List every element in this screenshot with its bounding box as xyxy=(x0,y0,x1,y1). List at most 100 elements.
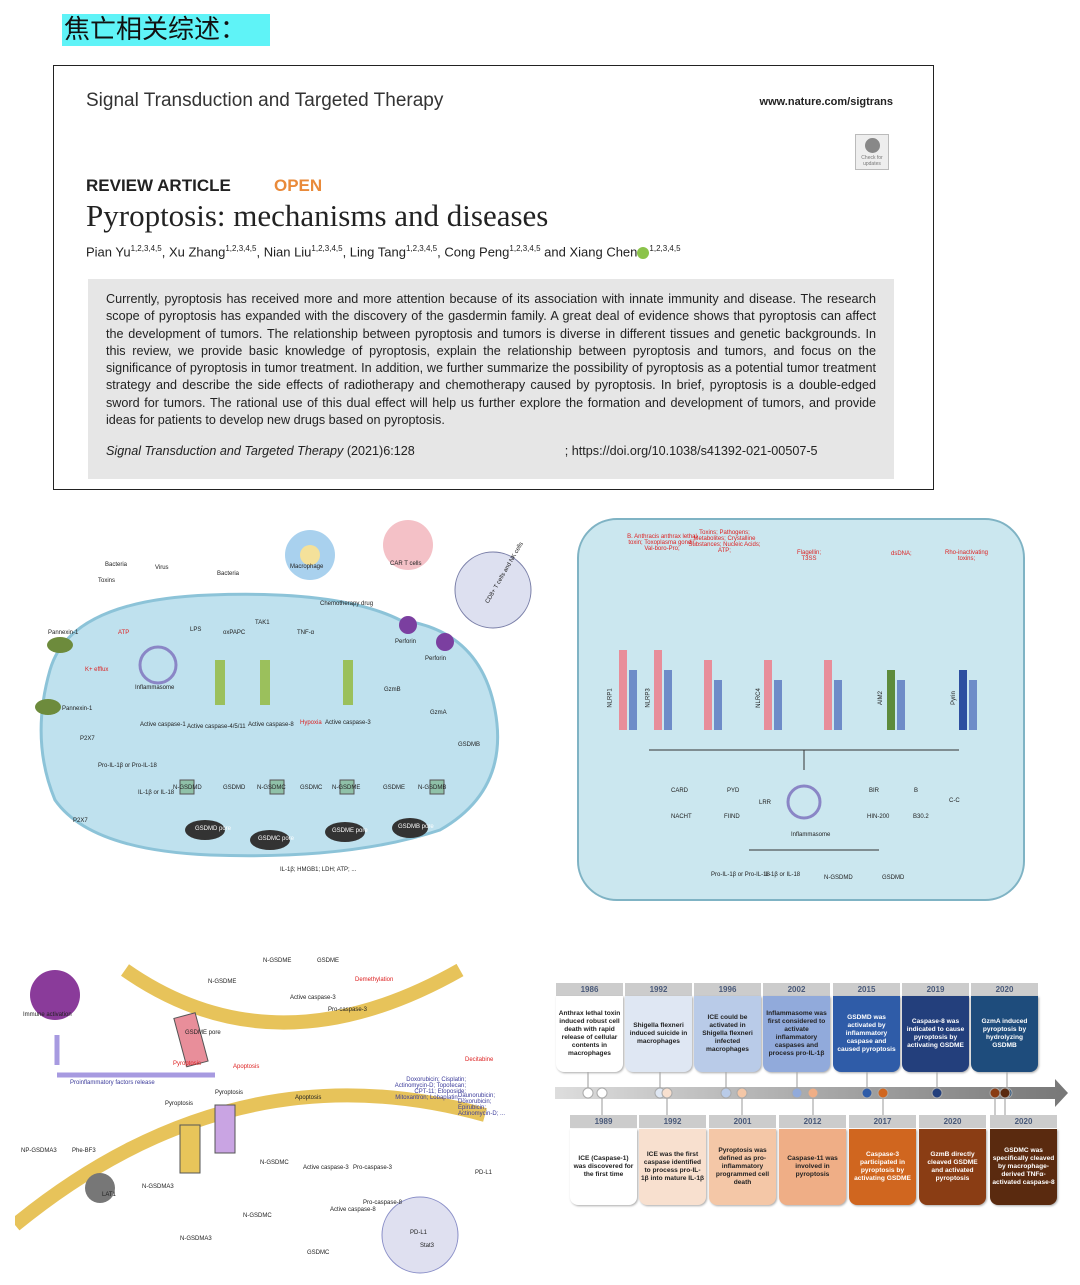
orcid-icon[interactable] xyxy=(637,246,650,259)
journal-url[interactable]: www.nature.com/sigtrans xyxy=(759,96,893,108)
inflammasome-icon xyxy=(786,784,822,820)
release-arrow xyxy=(54,1035,215,1078)
author-name[interactable]: Nian Liu xyxy=(263,244,312,260)
author-list: Pian Yu 1,2,3,4,5, Xu Zhang 1,2,3,4,5, Nia… xyxy=(86,244,681,259)
journal-name: Signal Transduction and Targeted Therapy xyxy=(86,90,444,111)
fig1-label: GSDMC pore xyxy=(258,836,295,842)
fig2-sensor: Pyrin xyxy=(950,691,957,705)
timeline-year: 2020 xyxy=(971,983,1038,996)
fig2-legend: PYD xyxy=(727,788,740,794)
fig1-label: N-GSDME xyxy=(332,785,361,791)
fig3-label: PD-L1 xyxy=(475,1170,493,1176)
article-type: REVIEW ARTICLE xyxy=(86,176,231,195)
upper-membrane xyxy=(120,963,464,1030)
timeline-year: 2020 xyxy=(919,1115,986,1128)
fig3-label: Proinflammatory factors release xyxy=(70,1080,155,1086)
fig1-label: Virus xyxy=(155,565,169,571)
timeline-event-card: ICE could be activated in Shigella flexn… xyxy=(694,996,761,1072)
timeline-event-card: Pyroptosis was defined as pro-inflammato… xyxy=(709,1129,776,1205)
fig2-bottom: Pro-IL-1β or Pro-IL-18 xyxy=(711,872,770,878)
citation-ref: (2021)6:128 xyxy=(343,444,415,459)
timeline-year: 1992 xyxy=(639,1115,706,1128)
author-affiliation: 1,2,3,4,5 xyxy=(405,244,438,253)
fig2-legend: B xyxy=(914,788,919,794)
fig1-label: ATP xyxy=(118,630,130,636)
fig3-label: N-GSDME xyxy=(263,958,292,964)
fig3-label: Pro-caspase-3 xyxy=(328,1007,368,1013)
fig3-label: Doxorubicin; Cisplatin; Actinomycin-D; T… xyxy=(394,1077,466,1101)
paper-header: Signal Transduction and Targeted Therapy… xyxy=(53,65,934,490)
fig3-label: Active caspase-8 xyxy=(330,1207,376,1213)
author-separator: , xyxy=(161,244,169,260)
fig2-trigger: dsDNA; xyxy=(891,551,912,557)
fig1-label: Pro-IL-1β or Pro-IL-18 xyxy=(98,763,157,769)
timeline-year: 2015 xyxy=(833,983,900,996)
fig1-label: Inflammasome xyxy=(135,685,175,691)
author-name[interactable]: Ling Tang xyxy=(349,244,406,260)
doi-link[interactable]: ; https://doi.org/10.1038/s41392-021-005… xyxy=(564,444,818,459)
fig2-sensor: AIM2 xyxy=(878,690,885,706)
author-name[interactable]: Xu Zhang xyxy=(168,244,226,260)
timeline-year: 1986 xyxy=(556,983,623,996)
author-separator: and xyxy=(540,244,570,260)
cell-diagram xyxy=(35,520,532,858)
timeline-year: 2019 xyxy=(902,983,969,996)
fig2-sensor: NLRC4 xyxy=(755,688,762,708)
fig1-label: GSDMD pore xyxy=(195,826,232,832)
fig1-label: GSDME xyxy=(383,785,406,791)
fig2-bottom: Inflammasome xyxy=(791,832,831,838)
inflammasome-icon xyxy=(138,645,178,685)
timeline-year: 2002 xyxy=(763,983,830,996)
author-name[interactable]: Pian Yu xyxy=(86,244,131,260)
immune-cell xyxy=(30,970,80,1020)
fig1-label: Active caspase-3 xyxy=(325,720,371,726)
fig2-legend: CARD xyxy=(671,788,689,794)
fig1-label: IL-1β or IL-18 xyxy=(138,790,175,796)
fig2-legend: LRR xyxy=(759,800,772,806)
fig3-label: Pyroptosis xyxy=(165,1101,194,1107)
fig1-label: K+ efflux xyxy=(85,667,109,673)
abstract-text: Currently, pyroptosis has received more … xyxy=(106,292,876,428)
timeline-dot xyxy=(791,1087,803,1099)
fig2-legend: BIR xyxy=(869,788,880,794)
fig3-label: GSDME xyxy=(317,958,340,964)
fig1-label: Active caspase-8 xyxy=(248,722,294,728)
fig2-trigger: Toxins; Pathogens; Metabolites; Crystall… xyxy=(688,530,761,554)
fig2-legend: HIN-200 xyxy=(867,814,890,820)
timeline-dot xyxy=(877,1087,889,1099)
fig3-label: Pro-caspase-3 xyxy=(353,1165,393,1171)
author-affiliation: 1,2,3,4,5 xyxy=(649,244,681,253)
fig2-trigger: Rho-inactivating toxins; xyxy=(944,550,989,562)
section-heading: 焦亡相关综述： xyxy=(62,14,270,46)
fig3-label: Phe-BF3 xyxy=(72,1148,96,1154)
author-name[interactable]: Cong Peng xyxy=(444,244,510,260)
timeline-year: 1996 xyxy=(694,983,761,996)
fig1-label: Pannexin-1 xyxy=(48,630,79,636)
author-separator: , xyxy=(342,244,350,260)
open-access-label: OPEN xyxy=(274,176,323,195)
author-affiliation: 1,2,3,4,5 xyxy=(509,244,541,253)
fig2-legend: FIIND xyxy=(724,814,740,820)
fig1-label: Bacteria xyxy=(105,562,128,568)
sensor-bars xyxy=(619,650,977,730)
check-for-updates-badge[interactable]: Check for updates xyxy=(855,134,889,170)
fig1-label: Pannexin-1 xyxy=(62,706,93,712)
author-name[interactable]: Xiang Chen xyxy=(569,244,638,260)
timeline-dot xyxy=(736,1087,748,1099)
fig3-label: Decitabine xyxy=(465,1057,494,1063)
timeline-event-card: Shigella flexneri induced suicide in mac… xyxy=(625,996,692,1072)
fig2-bottom: N-GSDMD xyxy=(824,875,853,881)
figure-gsdm-tumor-therapy: Immune activation N-GSDME GSDME N-GSDME … xyxy=(10,955,515,1280)
fig3-label: Apoptosis xyxy=(295,1095,322,1101)
fig3-label: N-GSDMA3 xyxy=(180,1236,212,1242)
timeline-dot xyxy=(596,1087,608,1099)
timeline-event-card: Inflammasome was first considered to act… xyxy=(763,996,830,1072)
fig1-label: CAR T cells xyxy=(390,561,422,567)
fig1-label: GzmB xyxy=(384,687,401,693)
timeline-dot xyxy=(989,1087,1001,1099)
author-separator: , xyxy=(256,244,264,260)
fig1-label: Macrophage xyxy=(290,564,324,570)
fig3-label: Daunorubicin; Doxorubicin; Epirubicin; A… xyxy=(458,1093,506,1117)
fig3-label: Stat3 xyxy=(420,1243,435,1249)
